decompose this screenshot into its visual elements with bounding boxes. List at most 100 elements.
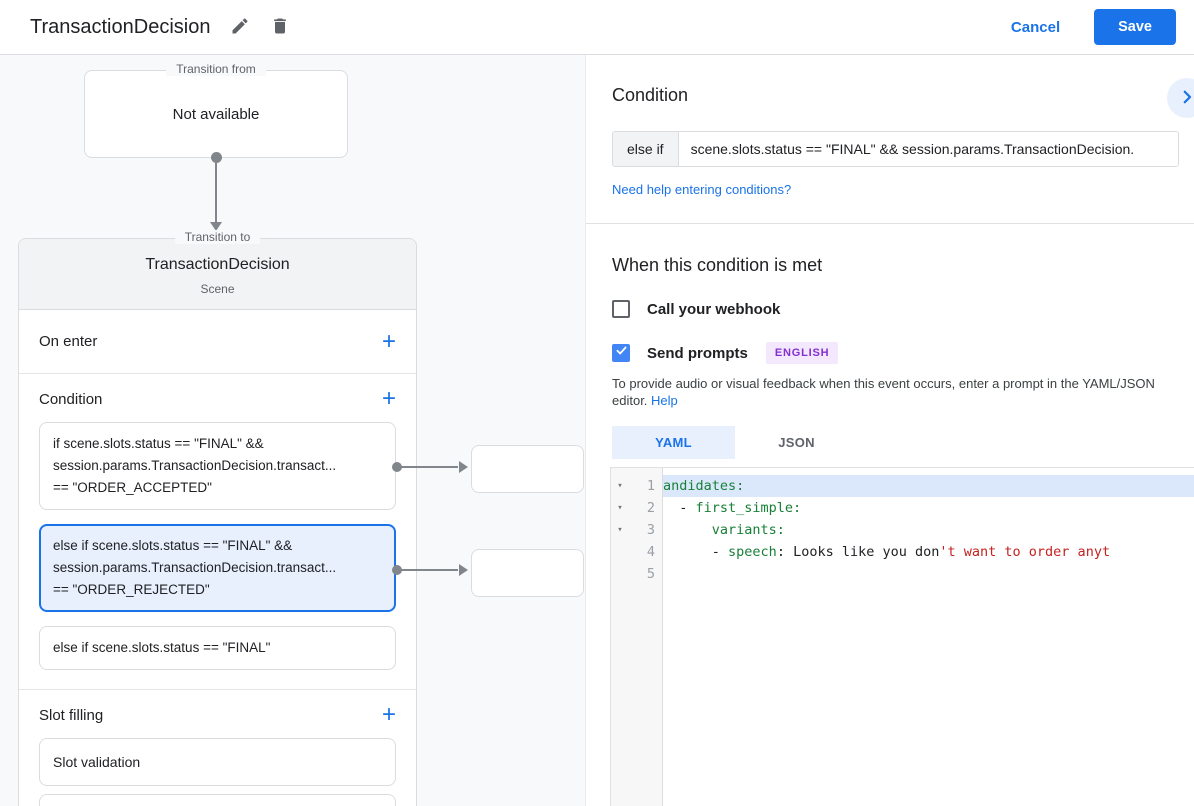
- transition-target-box[interactable]: [471, 549, 584, 597]
- send-prompts-label: Send prompts: [647, 344, 748, 362]
- webhook-row: Call your webhook: [612, 300, 1178, 318]
- checkmark-icon: [615, 344, 628, 362]
- cancel-button[interactable]: Cancel: [1010, 18, 1061, 36]
- fold-arrow-icon[interactable]: ▾: [617, 503, 623, 513]
- line-number: 1: [646, 478, 655, 494]
- scene-card: Transition to TransactionDecision Scene …: [18, 230, 417, 806]
- transition-from-content: Not available: [172, 105, 260, 123]
- connector-line: [215, 158, 217, 222]
- condition-section: Condition + if scene.slots.status == "FI…: [19, 374, 416, 690]
- yaml-indent: [663, 522, 712, 538]
- transition-to-label: Transition to: [174, 230, 261, 244]
- connector-dot: [392, 462, 402, 472]
- scene-type: Scene: [200, 282, 235, 296]
- add-slot-button[interactable]: +: [381, 701, 396, 728]
- yaml-key: speech: [728, 544, 777, 560]
- send-prompts-row: Send prompts ENGLISH: [612, 342, 1178, 364]
- condition-expression-input[interactable]: [678, 132, 1178, 166]
- yaml-key: first_simple:: [695, 500, 802, 516]
- arrow-right-icon: [459, 461, 468, 473]
- fold-arrow-icon[interactable]: ▾: [617, 481, 623, 491]
- panel-title: Condition: [612, 85, 689, 105]
- condition-text-line: if scene.slots.status == "FINAL" &&: [53, 436, 264, 451]
- slot-validation-label: Slot validation: [53, 754, 141, 770]
- slot-item-partial[interactable]: [39, 794, 396, 806]
- yaml-string-text: 't want to order anyt: [939, 544, 1111, 560]
- code-line-4: - speech: Looks like you don't want to o…: [663, 541, 1194, 563]
- transition-from-box: Transition from Not available: [84, 62, 348, 158]
- slot-filling-label: Slot filling: [39, 706, 104, 724]
- pencil-icon: [230, 16, 250, 39]
- condition-text-line: session.params.TransactionDecision.trans…: [53, 560, 337, 575]
- condition-item-order-accepted[interactable]: if scene.slots.status == "FINAL" && sess…: [39, 422, 396, 510]
- slot-validation-item[interactable]: Slot validation: [39, 738, 396, 786]
- yaml-indent: -: [663, 500, 696, 516]
- chevron-right-icon: [1178, 88, 1194, 109]
- send-prompts-checkbox[interactable]: [612, 344, 630, 362]
- slot-filling-section: Slot filling + Slot validation: [19, 690, 416, 806]
- yaml-key: andidates:: [663, 478, 745, 494]
- connector-dot: [211, 152, 222, 163]
- tab-json[interactable]: JSON: [778, 435, 815, 450]
- on-enter-label: On enter: [39, 333, 98, 350]
- editor-tabs: YAML JSON: [612, 426, 1178, 459]
- code-line-3: variants:: [663, 519, 1194, 541]
- fold-arrow-icon[interactable]: ▾: [617, 525, 623, 535]
- connector-line: [400, 466, 458, 468]
- transition-target-box[interactable]: [471, 445, 584, 493]
- condition-prefix: else if: [613, 132, 679, 166]
- prompts-description-text: To provide audio or visual feedback when…: [612, 376, 1155, 408]
- call-webhook-checkbox[interactable]: [612, 300, 630, 318]
- line-number: 4: [646, 544, 655, 560]
- call-webhook-label: Call your webhook: [647, 300, 781, 318]
- yaml-separator: :: [776, 544, 794, 560]
- connector-line: [400, 569, 458, 571]
- condition-expression-control: else if: [612, 131, 1179, 167]
- edit-title-button[interactable]: [230, 16, 250, 39]
- main-area: Transition from Not available Transition…: [0, 55, 1194, 806]
- arrow-right-icon: [459, 564, 468, 576]
- condition-item-order-rejected-selected[interactable]: else if scene.slots.status == "FINAL" &&…: [39, 524, 396, 612]
- on-enter-section: On enter +: [19, 310, 416, 374]
- line-number: 3: [646, 522, 655, 538]
- condition-text-line: else if scene.slots.status == "FINAL": [53, 640, 271, 655]
- condition-text-line: == "ORDER_ACCEPTED": [53, 480, 212, 495]
- yaml-code-editor[interactable]: ▾ 1 ▾ 2 ▾ 3 4 5: [610, 467, 1194, 806]
- top-bar: TransactionDecision Cancel Save: [0, 0, 1194, 55]
- language-badge: ENGLISH: [765, 342, 839, 364]
- add-condition-button[interactable]: +: [381, 385, 396, 412]
- prompts-description: To provide audio or visual feedback when…: [612, 375, 1174, 409]
- yaml-key: variants:: [711, 522, 785, 538]
- delete-scene-button[interactable]: [270, 16, 290, 39]
- condition-item-final[interactable]: else if scene.slots.status == "FINAL": [39, 626, 396, 670]
- condition-text-line: else if scene.slots.status == "FINAL" &&: [53, 538, 293, 553]
- editor-gutter: ▾ 1 ▾ 2 ▾ 3 4 5: [611, 468, 663, 806]
- condition-section-label: Condition: [39, 390, 103, 408]
- condition-text-line: == "ORDER_REJECTED": [53, 582, 210, 597]
- condition-text-line: session.params.TransactionDecision.trans…: [53, 458, 337, 473]
- when-condition-met-title: When this condition is met: [612, 255, 823, 275]
- connector-dot: [392, 565, 402, 575]
- yaml-indent: -: [663, 544, 729, 560]
- transition-from-label: Transition from: [166, 62, 266, 76]
- arrow-down-icon: [210, 222, 222, 231]
- page-title: TransactionDecision: [30, 15, 211, 38]
- flow-canvas: Transition from Not available Transition…: [0, 55, 585, 806]
- add-on-enter-button[interactable]: +: [381, 327, 396, 355]
- prompts-help-link[interactable]: Help: [651, 393, 678, 408]
- scene-name: TransactionDecision: [145, 256, 290, 273]
- panel-divider: [586, 223, 1194, 224]
- condition-help-link[interactable]: Need help entering conditions?: [612, 182, 792, 197]
- tab-yaml[interactable]: YAML: [612, 426, 735, 459]
- save-button[interactable]: Save: [1094, 9, 1176, 45]
- line-number: 5: [646, 566, 655, 582]
- code-line-2: - first_simple:: [663, 497, 1194, 519]
- yaml-value-text: Looks like you don: [793, 544, 940, 560]
- editor-code-area[interactable]: andidates: - first_simple: variants: - s…: [663, 468, 1194, 806]
- code-line-1: andidates:: [663, 475, 1194, 497]
- line-number: 2: [646, 500, 655, 516]
- collapse-panel-button[interactable]: [1167, 78, 1194, 118]
- trash-icon: [270, 16, 290, 39]
- condition-editor-panel: Condition else if Need help entering con…: [585, 55, 1194, 806]
- code-line-5: [663, 563, 1194, 585]
